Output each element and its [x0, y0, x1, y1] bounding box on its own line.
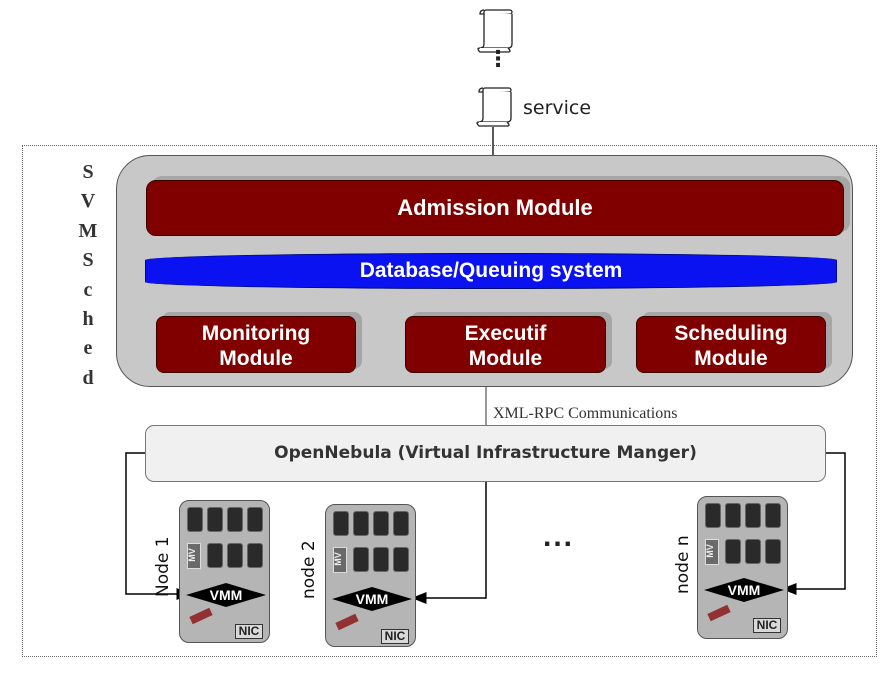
vmm-label: VMM	[727, 582, 761, 598]
vmm-label: VMM	[209, 587, 243, 603]
svmsched-letter: c	[83, 278, 93, 301]
svmsched-boundary	[22, 145, 877, 657]
admission-module: Admission Module	[146, 180, 844, 236]
svmsched-letter: h	[82, 307, 94, 330]
svmsched-letter: S	[82, 249, 94, 272]
executif-module: Executif Module	[405, 316, 606, 373]
executif-module-line1: Executif	[464, 322, 547, 345]
red-tag-icon	[335, 613, 359, 631]
vmm-diamond: VMM	[332, 587, 412, 611]
red-tag-icon	[707, 604, 731, 622]
scroll-icon	[476, 87, 512, 127]
scheduling-module-line1: Scheduling	[674, 322, 788, 345]
opennebula-to-noden-arrow	[781, 452, 846, 595]
service-label: service	[523, 97, 592, 119]
monitoring-module: Monitoring Module	[156, 316, 356, 373]
vmm-diamond: VMM	[704, 578, 784, 602]
node-n-label: node n	[673, 535, 693, 594]
monitoring-module-line1: Monitoring	[201, 322, 311, 345]
monitoring-module-line2: Module	[219, 347, 293, 370]
svmsched-letter: M	[78, 219, 98, 242]
database-queuing-system: Database/Queuing system	[145, 253, 837, 289]
node-1-label: Node 1	[153, 536, 173, 597]
vm-tag: MV	[333, 547, 347, 573]
nodes-ellipsis: ...	[543, 520, 575, 553]
vmm-diamond: VMM	[186, 583, 266, 607]
vm-tag: MV	[705, 539, 719, 565]
opennebula-box: OpenNebula (Virtual Infrastructure Mange…	[145, 425, 826, 482]
nic-label: NIC	[235, 624, 263, 639]
scheduling-module-line2: Module	[694, 347, 768, 370]
vm-tag: MV	[187, 543, 201, 569]
nic-label: NIC	[753, 618, 781, 633]
node-1: MV VMM NIC	[179, 500, 270, 643]
svmsched-letter: e	[83, 337, 93, 360]
opennebula-to-node2-arrow	[411, 482, 487, 604]
nic-label: NIC	[381, 629, 409, 644]
scroll-icon	[477, 9, 513, 53]
svmsched-vertical-label: S V M S c h e d	[76, 158, 100, 393]
svmsched-letter: d	[82, 366, 94, 389]
node-2-label: node 2	[299, 540, 319, 599]
opennebula-to-node1-arrow	[125, 452, 192, 600]
node-2: MV VMM NIC	[325, 504, 416, 647]
red-tag-icon	[189, 607, 213, 625]
node-n: MV VMM NIC	[697, 496, 788, 639]
scheduling-module: Scheduling Module	[636, 316, 826, 373]
svmsched-letter: S	[82, 161, 94, 183]
svmsched-letter: V	[80, 190, 96, 213]
vertical-ellipsis: ⋮	[487, 46, 509, 71]
vmm-label: VMM	[355, 591, 389, 607]
xml-rpc-label: XML-RPC Communications	[493, 405, 678, 422]
executif-module-line2: Module	[468, 347, 543, 370]
